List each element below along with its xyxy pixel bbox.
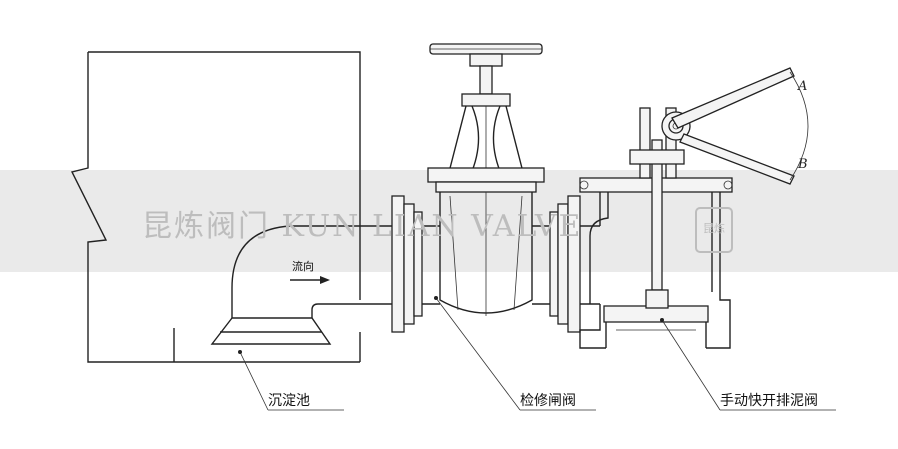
flow-label: 流向 [292, 259, 314, 273]
bell-mouth-inlet [210, 225, 404, 411]
drain-valve [579, 67, 809, 411]
drain-valve-label: 手动快开排泥阀 [720, 393, 818, 409]
gate-valve-label: 检修闸阀 [520, 393, 576, 409]
position-a-label: A [797, 79, 807, 94]
svg-text:昆炼: 昆炼 [703, 221, 725, 235]
sedimentation-tank [70, 51, 361, 363]
position-b-label: B [797, 157, 808, 172]
tank-label: 沉淀池 [268, 393, 310, 409]
flow-arrow [290, 276, 330, 284]
watermark-text: 昆炼阀门 KUN LIAN VALVE [142, 209, 582, 244]
gate-valve [391, 43, 581, 411]
watermark-seal: 昆炼 [695, 207, 733, 253]
